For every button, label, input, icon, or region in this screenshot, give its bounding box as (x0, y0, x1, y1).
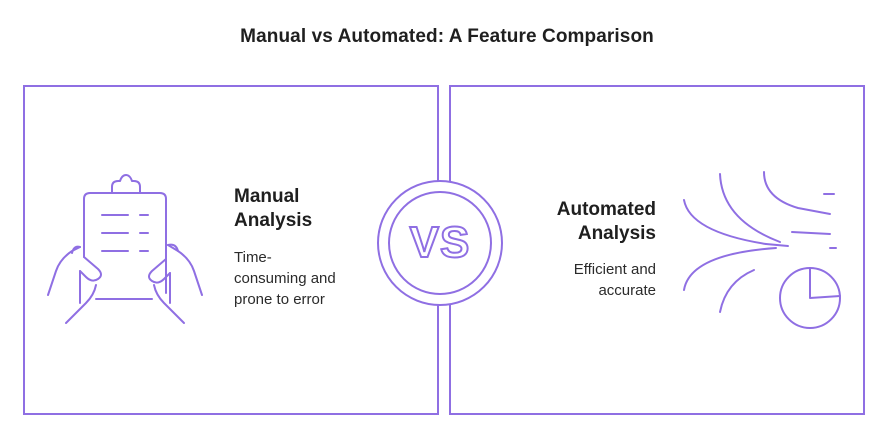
manual-heading-line2: Analysis (234, 210, 313, 231)
vs-badge-inner: VS (388, 191, 492, 295)
automated-analysis-panel (449, 85, 865, 415)
data-flow-pie-icon (683, 171, 841, 329)
automated-analysis-description: Efficient and accurate (526, 259, 656, 301)
vs-badge: VS (377, 180, 503, 306)
manual-desc-line1: Time- (234, 249, 272, 266)
automated-desc-line2: accurate (598, 282, 656, 299)
manual-analysis-description: Time- consuming and prone to error (234, 247, 384, 310)
automated-analysis-heading: Automated Analysis (526, 198, 656, 246)
clipboard-hands-icon (47, 174, 203, 324)
automated-heading-line1: Automated (556, 199, 656, 220)
vs-label: VS (409, 217, 471, 268)
manual-heading-line1: Manual (234, 186, 300, 207)
page-title: Manual vs Automated: A Feature Compariso… (240, 26, 654, 47)
manual-analysis-heading: Manual Analysis (234, 185, 364, 233)
automated-heading-line2: Analysis (577, 223, 656, 244)
automated-desc-line1: Efficient and (573, 261, 656, 278)
manual-desc-line2: consuming and (234, 270, 336, 287)
manual-desc-line3: prone to error (234, 291, 325, 308)
manual-analysis-panel (23, 85, 439, 415)
